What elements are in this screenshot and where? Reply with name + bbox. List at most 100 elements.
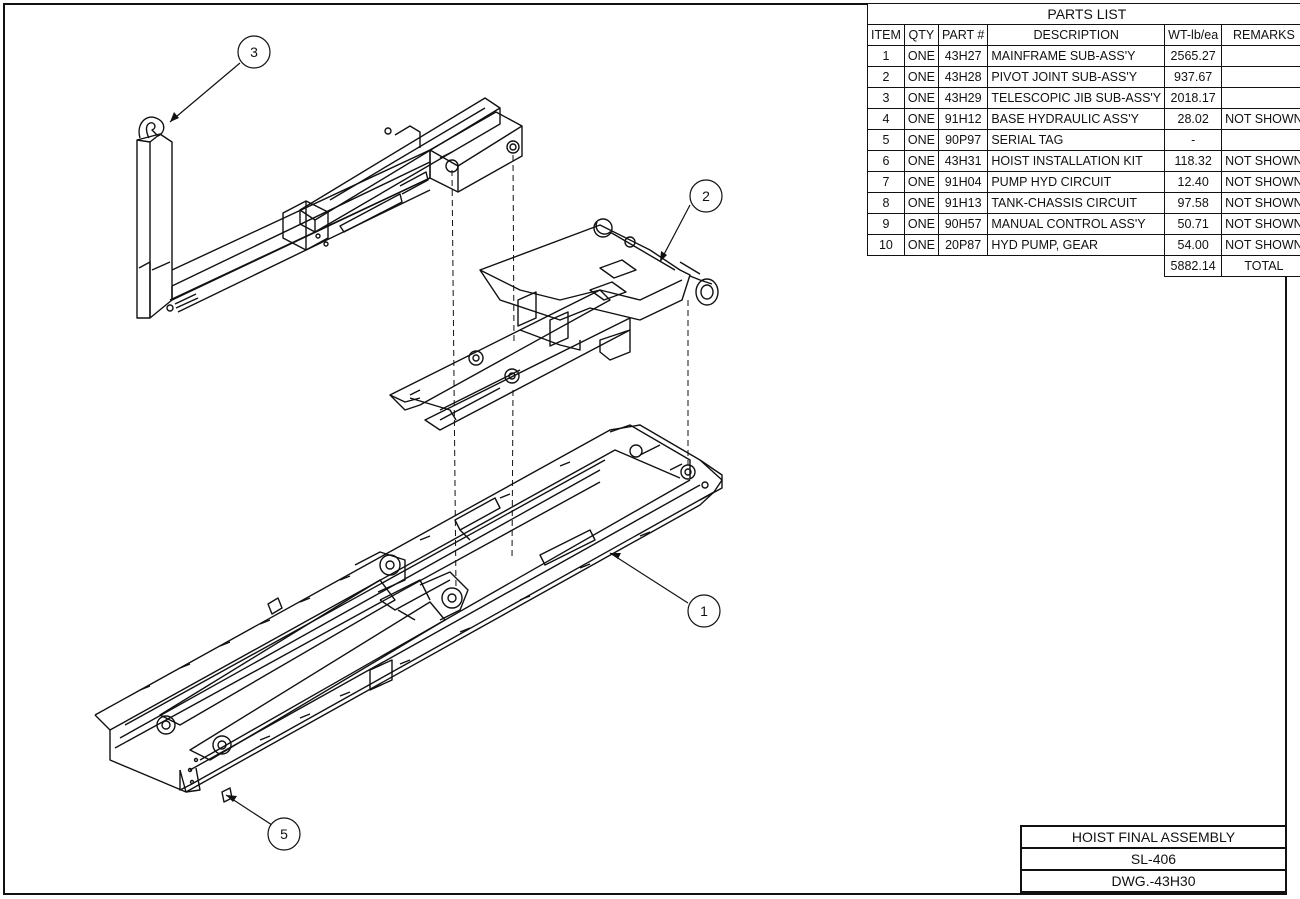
cell-quantity: ONE [903,234,939,256]
cell-remarks [1221,45,1300,67]
cell-part-number: 43H28 [937,66,989,88]
cell-remarks [1221,129,1300,151]
drawing-title: HOIST FINAL ASSEMBLY [1020,825,1287,849]
title-block: HOIST FINAL ASSEMBLY SL-406 DWG.-43H30 [1020,825,1287,893]
column-header-qty: QTY [903,24,939,46]
balloon-item-3: 3 [237,35,271,69]
balloon-label: 1 [700,603,708,619]
cell-remarks [1221,66,1300,88]
cell-description: BASE HYDRAULIC ASS'Y [987,108,1166,130]
cell-weight: 118.32 [1164,150,1223,172]
cell-quantity: ONE [903,129,939,151]
cell-description: MANUAL CONTROL ASS'Y [987,213,1166,235]
cell-description: MAINFRAME SUB-ASS'Y [987,45,1166,67]
cell-part-number: 43H31 [937,150,989,172]
cell-part-number: 91H13 [937,192,989,214]
cell-weight: 2018.17 [1164,87,1223,109]
cell-item-number: 8 [867,192,905,214]
total-label: TOTAL [1221,255,1300,277]
cell-remarks: NOT SHOWN [1221,150,1300,172]
balloon-item-1: 1 [687,594,721,628]
column-header-item: ITEM [867,24,905,46]
cell-weight: 2565.27 [1164,45,1223,67]
cell-remarks: NOT SHOWN [1221,171,1300,193]
column-header-description: DESCRIPTION [987,24,1166,46]
cell-part-number: 91H04 [937,171,989,193]
drawing-border [3,3,1287,895]
balloon-item-2: 2 [689,179,723,213]
column-header-part-number: PART # [937,24,989,46]
leader-arrowheads [170,112,667,802]
cell-remarks: NOT SHOWN [1221,108,1300,130]
cell-part-number: 43H29 [937,87,989,109]
cell-weight: 50.71 [1164,213,1223,235]
cell-weight: 937.67 [1164,66,1223,88]
cell-remarks: NOT SHOWN [1221,234,1300,256]
cell-item-number: 5 [867,129,905,151]
column-header-weight: WT-lb/ea [1164,24,1223,46]
cell-item-number: 4 [867,108,905,130]
cell-item-number: 7 [867,171,905,193]
cell-description: PUMP HYD CIRCUIT [987,171,1166,193]
cell-remarks: NOT SHOWN [1221,192,1300,214]
cell-weight: 97.58 [1164,192,1223,214]
balloon-item-5: 5 [267,817,301,851]
cell-description: SERIAL TAG [987,129,1166,151]
parts-list-table: PARTS LIST ITEM QTY PART # DESCRIPTION W… [867,3,1300,277]
cell-description: HOIST INSTALLATION KIT [987,150,1166,172]
cell-item-number: 3 [867,87,905,109]
cell-description: TELESCOPIC JIB SUB-ASS'Y [987,87,1166,109]
model-number: SL-406 [1020,847,1287,871]
telescopic-jib-part [136,97,523,319]
balloon-label: 3 [250,44,258,60]
alignment-lines [451,154,689,591]
cell-quantity: ONE [903,213,939,235]
cell-quantity: ONE [903,171,939,193]
cell-item-number: 10 [867,234,905,256]
cell-quantity: ONE [903,45,939,67]
cell-item-number: 1 [867,45,905,67]
cell-item-number: 6 [867,150,905,172]
cell-weight: 54.00 [1164,234,1223,256]
column-header-remarks: REMARKS [1221,24,1300,46]
cell-quantity: ONE [903,87,939,109]
parts-list-header-row: ITEM QTY PART # DESCRIPTION WT-lb/ea REM… [867,24,1300,46]
cell-description: TANK-CHASSIS CIRCUIT [987,192,1166,214]
cell-description: HYD PUMP, GEAR [987,234,1166,256]
cell-quantity: ONE [903,108,939,130]
total-weight: 5882.14 [1164,255,1223,277]
cell-part-number: 91H12 [937,108,989,130]
parts-list-title: PARTS LIST [867,3,1300,25]
cell-item-number: 2 [867,66,905,88]
balloon-label: 2 [702,188,710,204]
cell-part-number: 90H57 [937,213,989,235]
parts-list-total-row: 5882.14 TOTAL [868,255,1300,277]
pivot-joint-part [389,218,719,431]
cell-weight: 12.40 [1164,171,1223,193]
cell-weight: - [1164,129,1223,151]
cell-part-number: 43H27 [937,45,989,67]
cell-description: PIVOT JOINT SUB-ASS'Y [987,66,1166,88]
balloon-label: 5 [280,826,288,842]
cell-quantity: ONE [903,192,939,214]
cell-item-number: 9 [867,213,905,235]
cell-remarks: NOT SHOWN [1221,213,1300,235]
drawing-number: DWG.-43H30 [1020,869,1287,893]
cell-quantity: ONE [903,66,939,88]
cell-remarks [1221,87,1300,109]
cell-quantity: ONE [903,150,939,172]
mainframe-part [94,424,723,803]
cell-weight: 28.02 [1164,108,1223,130]
